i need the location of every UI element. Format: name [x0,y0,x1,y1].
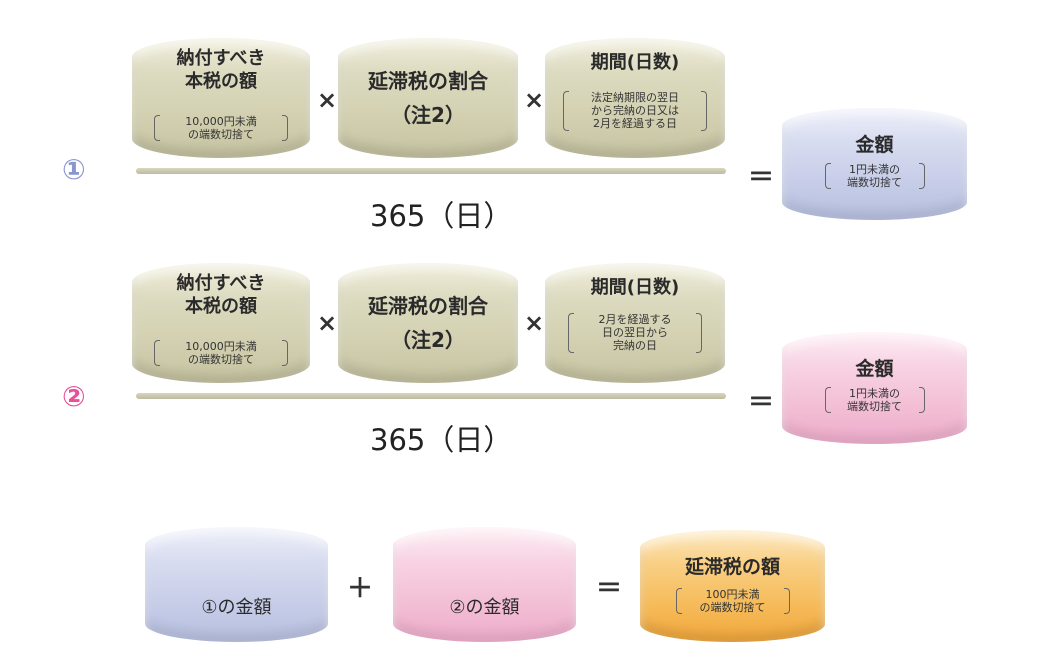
amount-two-label: ②の金額 [449,597,520,618]
plus-sign: ＋ [347,574,374,604]
period-tile: 期間(日数) 法定納期限の翌日 から完納の日又は 2月を経過する日 [545,38,725,158]
result-title: 金額 [855,358,894,380]
multiply-sign: × [317,86,338,114]
multiply-sign: × [317,309,338,337]
denominator-days: 365（日） [370,199,513,233]
multiply-sign: × [524,309,545,337]
tax-base-title: 納付すべき 本税の額 [176,48,266,92]
period-tile: 期間(日数) 2月を経過する 日の翌日から 完納の日 [545,263,725,383]
amount-two-tile: ②の金額 [393,527,576,642]
result-amount-tile: 金額 1円未満の 端数切捨て [782,332,967,444]
late-tax-total-tile: 延滞税の額 100円未満 の端数切捨て [640,530,825,642]
tax-base-note: 10,000円未満 の端数切捨て [154,340,288,367]
tax-base-tile: 納付すべき 本税の額 10,000円未満 の端数切捨て [132,263,310,383]
period-note: 2月を経過する 日の翌日から 完納の日 [568,313,702,353]
equals-sign: ＝ [748,163,775,193]
period-note: 法定納期限の翌日 から完納の日又は 2月を経過する日 [563,91,707,131]
late-tax-total-note: 100円未満 の端数切捨て [675,588,790,615]
result-title: 金額 [855,134,894,156]
result-amount-tile: 金額 1円未満の 端数切捨て [782,108,967,220]
fraction-bar [136,393,726,399]
period-title: 期間(日数) [590,52,680,73]
rate-title: 延滞税の割合 （注2） [368,294,488,352]
result-note: 1円未満の 端数切捨て [824,163,925,190]
rate-title: 延滞税の割合 （注2） [368,69,488,127]
late-tax-total-title: 延滞税の額 [684,556,780,578]
circle-two-marker: ② [62,380,86,413]
denominator-days: 365（日） [370,423,513,457]
equals-sign: ＝ [748,388,775,418]
tax-base-title: 納付すべき 本税の額 [176,273,266,317]
circle-one-marker: ① [62,153,86,186]
amount-one-label: ①の金額 [201,597,272,618]
equals-sign: ＝ [596,574,623,604]
tax-base-note: 10,000円未満 の端数切捨て [154,115,288,142]
amount-one-tile: ①の金額 [145,527,328,642]
tax-base-tile: 納付すべき 本税の額 10,000円未満 の端数切捨て [132,38,310,158]
fraction-bar [136,168,726,174]
rate-tile: 延滞税の割合 （注2） [338,263,518,383]
rate-tile: 延滞税の割合 （注2） [338,38,518,158]
period-title: 期間(日数) [590,277,680,298]
multiply-sign: × [524,86,545,114]
result-note: 1円未満の 端数切捨て [824,387,925,414]
